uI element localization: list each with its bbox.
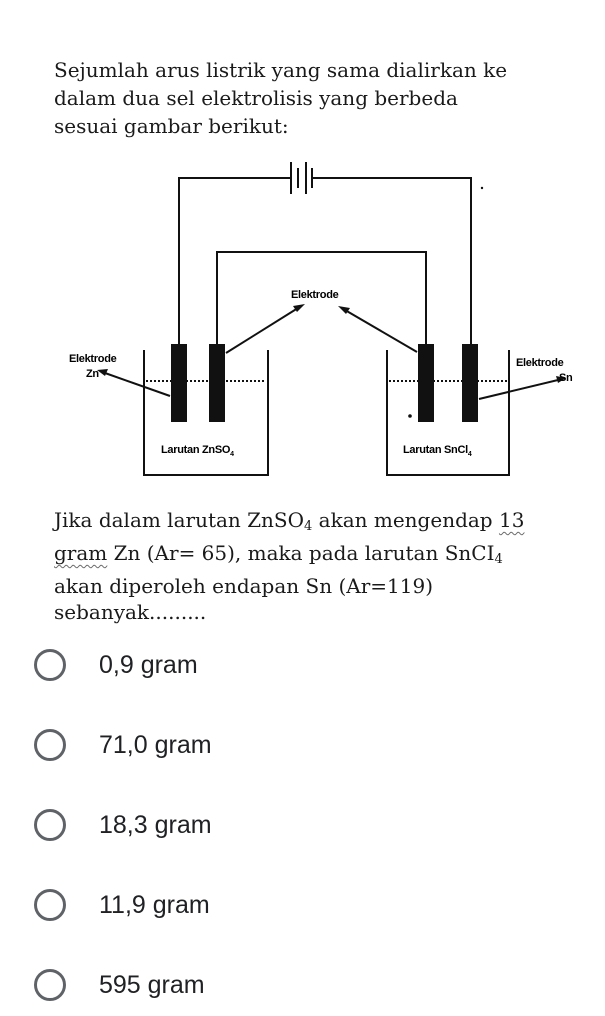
electrode-sn [462, 344, 478, 422]
option-label: 11,9 gram [99, 890, 210, 919]
subscript: 4 [304, 519, 313, 534]
arrow-head [97, 369, 108, 376]
body-text: Jika dalam larutan ZnSO [54, 508, 305, 532]
label-electrode-left: Elektrode [69, 353, 117, 365]
option-label: 595 gram [99, 970, 205, 999]
pointer-line [104, 372, 171, 397]
option-4[interactable]: 11,9 gram [34, 883, 454, 927]
option-1[interactable]: 0,9 gram [34, 643, 454, 687]
label-sn: Sn [559, 372, 573, 384]
outer-circuit-wire-right [316, 177, 472, 344]
electrode-zn [171, 344, 187, 422]
option-label: 18,3 gram [99, 810, 212, 839]
label-zn: Zn [86, 368, 99, 380]
label-solution-right: Larutan SnCl4 [403, 444, 472, 458]
electrode-left-inert [209, 344, 225, 422]
radio-circle-icon[interactable] [34, 969, 66, 1001]
label-solution-left: Larutan ZnSO4 [161, 444, 234, 458]
subscript: 4 [494, 552, 503, 567]
radio-circle-icon[interactable] [34, 729, 66, 761]
bridge-wire [216, 251, 427, 344]
option-2[interactable]: 71,0 gram [34, 723, 454, 767]
intro-line: Sejumlah arus listrik yang sama dialirka… [54, 58, 508, 82]
body-text: sebanyak......... [54, 600, 207, 624]
intro-line: dalam dua sel elektrolisis yang berbeda [54, 86, 458, 110]
spellcheck-word: 13 [498, 508, 525, 532]
outer-circuit-wire [178, 177, 284, 344]
body-text: Zn (Ar= 65), maka pada larutan SnCI [107, 541, 495, 565]
radio-circle-icon[interactable] [34, 649, 66, 681]
arrow-head [293, 304, 305, 312]
body-text: akan mengendap [312, 508, 499, 532]
question-intro: Sejumlah arus listrik yang sama dialirka… [54, 56, 554, 140]
label-electrode-right: Elektrode [516, 357, 564, 369]
intro-line: sesuai gambar berikut: [54, 114, 289, 138]
label-electrode-top: Elektrode [291, 289, 339, 301]
body-text: akan diperoleh endapan Sn (Ar=119) [54, 574, 434, 598]
electrode-right-inert [418, 344, 434, 422]
beaker-right [386, 350, 510, 476]
arrow-head [338, 306, 350, 314]
question-body: Jika dalam larutan ZnSO4 akan mengendap … [54, 507, 554, 625]
pointer-line [478, 379, 559, 400]
radio-circle-icon[interactable] [34, 889, 66, 921]
radio-circle-icon[interactable] [34, 809, 66, 841]
beaker-left [143, 350, 269, 476]
option-3[interactable]: 18,3 gram [34, 803, 454, 847]
spellcheck-word: gram [54, 541, 108, 565]
option-label: 71,0 gram [99, 730, 212, 759]
electrolysis-diagram: Elektrode Elektrode Zn Elektrode Sn Laru… [69, 162, 573, 476]
option-label: 0,9 gram [99, 650, 198, 679]
option-5[interactable]: 595 gram [34, 963, 454, 1007]
pointer-line [344, 309, 418, 353]
arrow-head [556, 376, 566, 383]
pointer-line [225, 307, 299, 354]
